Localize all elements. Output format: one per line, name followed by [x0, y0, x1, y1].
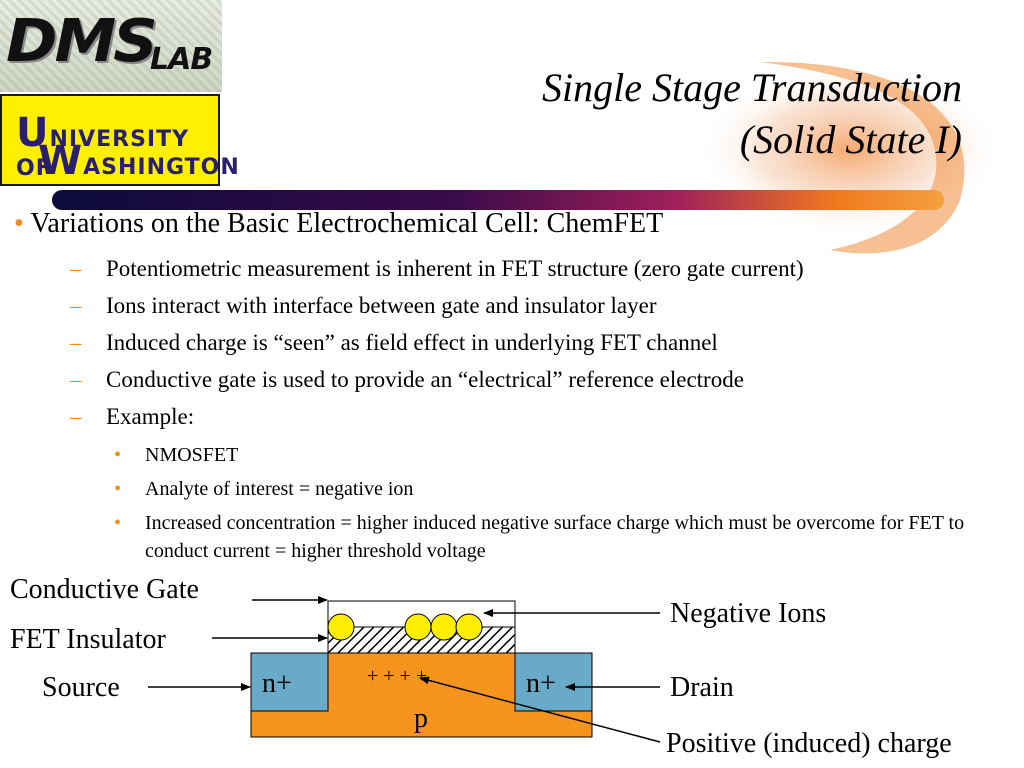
negative-ion: [327, 613, 355, 641]
title-line2: (Solid State I): [739, 117, 962, 162]
logo-pattern: [0, 0, 222, 92]
sub-bullet-text: Induced charge is “seen” as field effect…: [106, 330, 718, 355]
dms-logo-text: DMS: [6, 5, 158, 76]
positive-induced-charge-label: Positive (induced) charge: [666, 728, 952, 759]
sub-sub-bullet-text: Increased concentration = higher induced…: [145, 512, 965, 562]
lab-logo-text: LAB: [150, 42, 213, 77]
university-of-washington-logo: UNIVERSITY OF WASHINGTON: [0, 94, 239, 186]
title-swoosh-decoration: [52, 61, 1000, 254]
bullet-dash: –: [70, 293, 82, 318]
sub-sub-bullet-text: NMOSFET: [145, 444, 239, 466]
induced-positive-charge-signs: + + + +: [367, 665, 427, 687]
swoosh-curve: [760, 61, 965, 254]
title-underline-bar: [52, 190, 944, 210]
bullet-dash: –: [70, 367, 82, 392]
sub-bullet-text: Conductive gate is used to provide an “e…: [106, 367, 744, 392]
sub-sub-bullet-text: Analyte of interest = negative ion: [145, 478, 414, 500]
bullet-dash: –: [70, 404, 82, 429]
sub-bullet-text: Example:: [106, 404, 195, 429]
negative-ions-label: Negative Ions: [670, 598, 827, 629]
title-line1: Single Stage Transduction: [542, 65, 962, 110]
bullet-dot: •: [114, 444, 122, 466]
n-plus-source-label: n+: [262, 668, 292, 699]
uw-logo-line2: WASHINGTON: [38, 138, 240, 184]
fet-insulator-label: FET Insulator: [10, 624, 166, 655]
main-bullet: • Variations on the Basic Electrochemica…: [14, 208, 663, 240]
main-bullet-text: Variations on the Basic Electrochemical …: [30, 208, 664, 239]
slide-title: Single Stage Transduction (Solid State I…: [402, 62, 962, 166]
n-plus-source-region: [250, 652, 329, 712]
negative-ion: [430, 613, 458, 641]
bullet-dot: •: [114, 512, 122, 534]
sub-bullet-text: Potentiometric measurement is inherent i…: [106, 256, 804, 281]
conductive-gate-label: Conductive Gate: [10, 574, 199, 605]
dms-lab-logo: DMS LAB: [0, 0, 222, 92]
bullet-dash: –: [70, 256, 82, 281]
drain-label: Drain: [670, 672, 734, 703]
negative-ion: [404, 613, 432, 641]
conductive-gate-outline: [327, 600, 516, 627]
bullet-dot: •: [114, 478, 122, 500]
n-plus-drain-label: n+: [526, 668, 556, 699]
source-label: Source: [42, 672, 120, 703]
sub-bullet-text: Ions interact with interface between gat…: [106, 293, 657, 318]
bullet-dot: •: [14, 208, 24, 239]
negative-ion: [455, 613, 483, 641]
n-plus-drain-region: [514, 652, 593, 712]
uw-logo-line1: UNIVERSITY OF: [16, 110, 190, 181]
positive-charge-arrow: [419, 676, 661, 743]
bullet-dash: –: [70, 330, 82, 355]
p-substrate-label: p: [414, 703, 428, 734]
